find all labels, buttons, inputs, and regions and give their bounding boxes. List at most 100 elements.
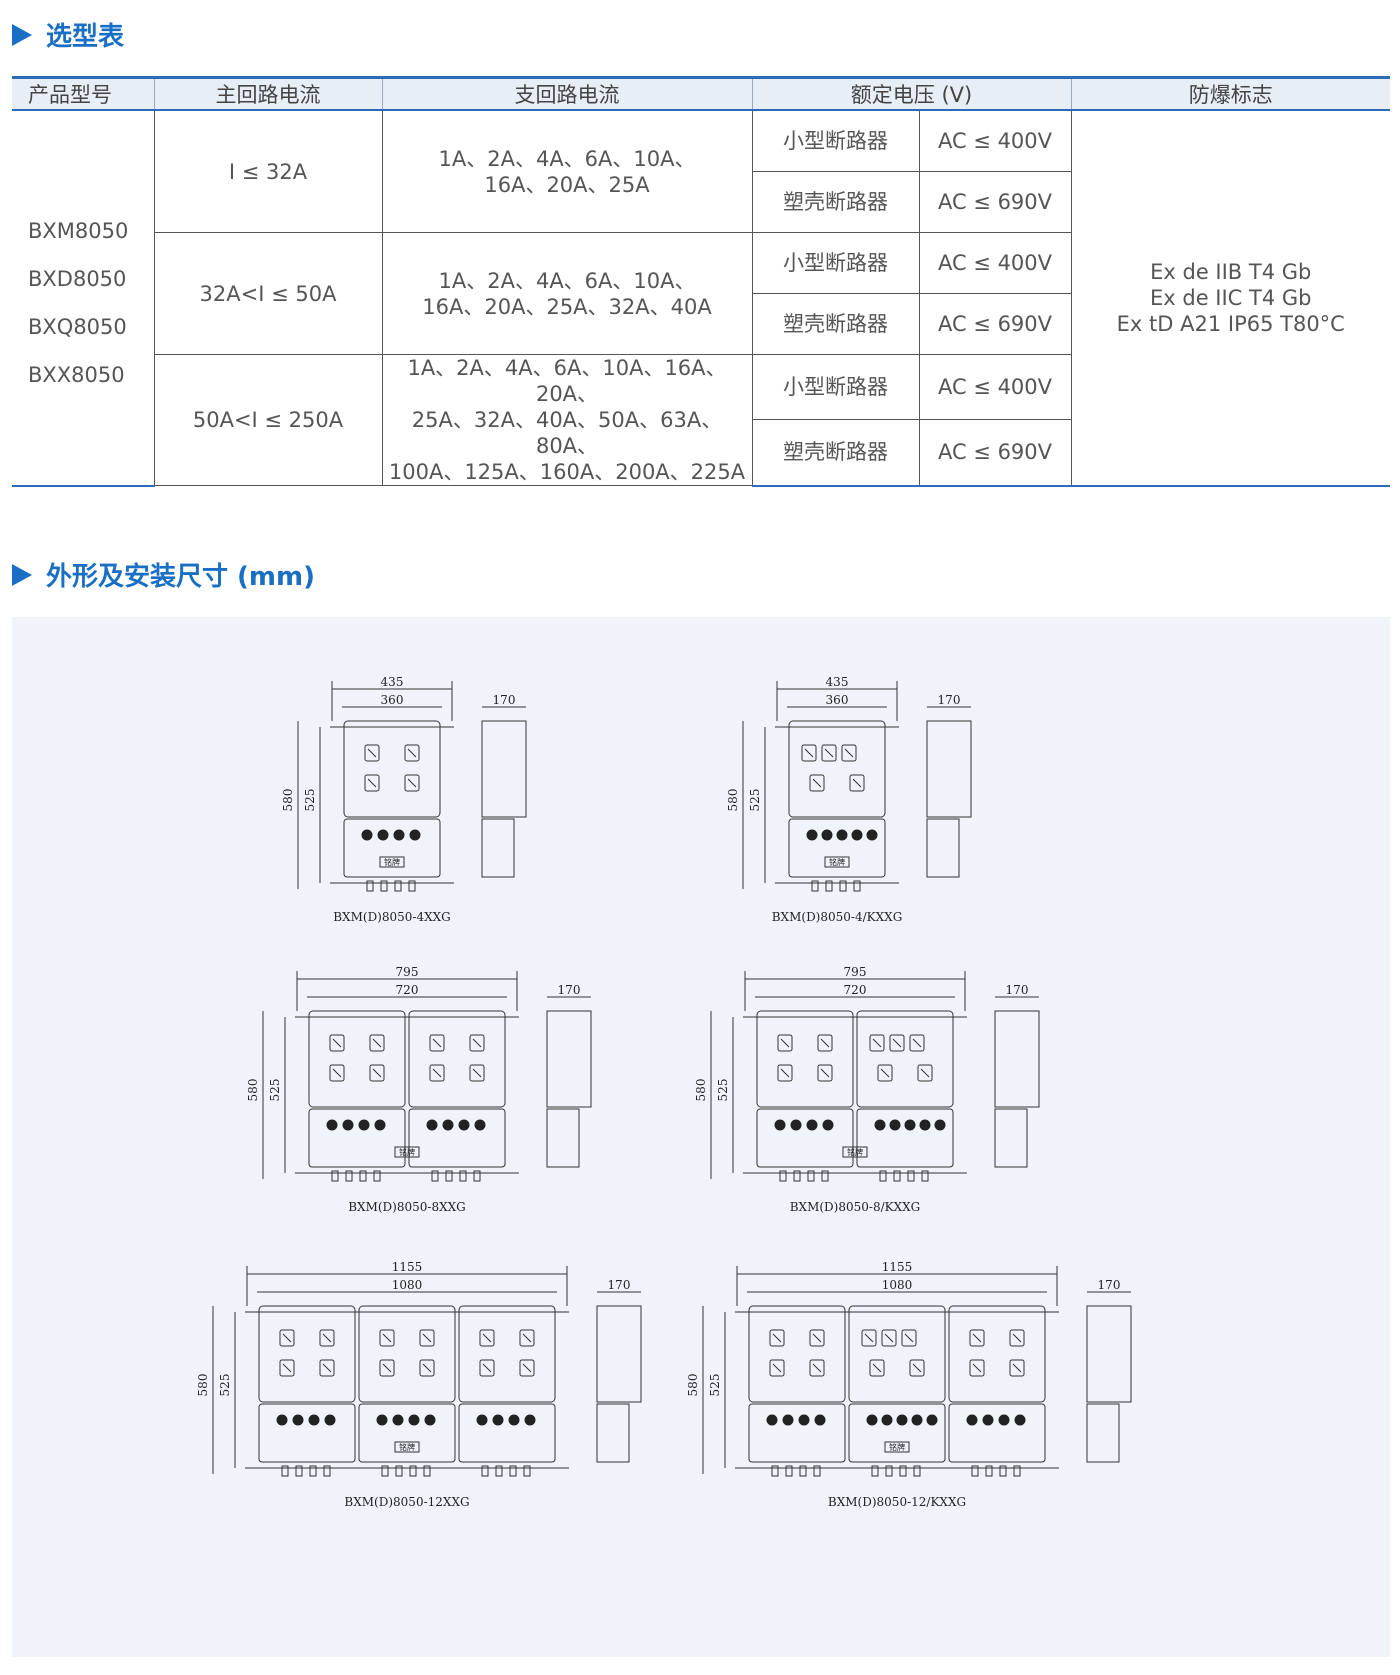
branch-line: 100A、125A、160A、200A、225A	[388, 460, 746, 484]
indicator-lamp-icon	[342, 1119, 354, 1131]
model-name: BXQ8050	[28, 314, 127, 339]
switch-knob-icon	[769, 1359, 785, 1377]
table-row: 32A<I ≤ 50A 1A、2A、4A、6A、10A、 16A、20A、25A…	[12, 232, 1390, 355]
voltage-cell: AC ≤ 400V	[918, 232, 1071, 294]
switch-knob-handle	[972, 1363, 982, 1373]
height-label: 580	[246, 1079, 260, 1102]
indicator-lamp-icon	[814, 1414, 826, 1426]
enclosure-cover	[788, 720, 886, 818]
cable-gland-icon	[799, 1465, 807, 1477]
branch-line: 16A、20A、25A	[484, 172, 650, 197]
switch-knob-handle	[522, 1333, 532, 1343]
switch-knob-handle	[367, 748, 377, 758]
switch-knob-handle	[422, 1333, 432, 1343]
indicator-lamp-icon	[458, 1119, 470, 1131]
switch-knob-handle	[522, 1363, 532, 1373]
model-name: BXX8050	[28, 362, 125, 387]
indicator-lamp-icon	[806, 1119, 818, 1131]
switch-knob-icon	[1009, 1329, 1025, 1347]
nameplate-icon	[394, 1441, 420, 1453]
cable-gland-icon	[394, 880, 402, 892]
side-view-body	[1086, 1305, 1132, 1403]
switch-knob-icon	[369, 1064, 385, 1082]
indicator-lamp-icon	[476, 1414, 488, 1426]
switch-knob-handle	[382, 1333, 392, 1343]
section-title-selection: 选型表	[12, 16, 124, 53]
indicator-lamp-icon	[376, 1414, 388, 1426]
table-row: 塑壳断路器 AC ≤ 690V	[12, 171, 1390, 233]
enclosure-terminal-box	[748, 1403, 846, 1463]
cable-gland-icon	[445, 1170, 453, 1182]
switch-knob-handle	[422, 1363, 432, 1373]
nameplate-label: 铭牌	[399, 1147, 415, 1157]
switch-knob-handle	[824, 748, 834, 758]
indicator-lamp-icon	[276, 1414, 288, 1426]
play-triangle-icon	[12, 563, 32, 586]
indicator-lamp-icon	[374, 1119, 386, 1131]
switch-knob-handle	[1012, 1363, 1022, 1373]
cable-gland-icon	[793, 1170, 801, 1182]
switch-knob-handle	[844, 748, 854, 758]
cable-gland-icon	[999, 1465, 1007, 1477]
switch-knob-icon	[479, 1359, 495, 1377]
mount-height-label: 525	[303, 789, 317, 812]
indicator-lamp-icon	[324, 1414, 336, 1426]
breaker-type-cell: 塑壳断路器	[751, 419, 919, 487]
enclosure-cover	[756, 1010, 854, 1108]
voltage-cell: AC ≤ 400V	[918, 354, 1071, 421]
branch-current-cell: 1A、2A、4A、6A、10A、 16A、20A、25A、32A、40A	[381, 232, 752, 355]
cable-gland-icon	[359, 1170, 367, 1182]
cable-gland-icon	[839, 880, 847, 892]
side-view-body	[481, 720, 527, 818]
nameplate-icon	[824, 856, 850, 868]
side-view-body	[994, 1010, 1040, 1108]
indicator-lamp-icon	[851, 829, 863, 841]
depth-label: 170	[608, 1278, 631, 1292]
switch-knob-handle	[880, 1068, 890, 1078]
table-row: 塑壳断路器 AC ≤ 690V	[12, 293, 1390, 355]
switch-knob-handle	[884, 1333, 894, 1343]
cable-gland-icon	[771, 1465, 779, 1477]
switch-knob-handle	[864, 1333, 874, 1343]
switch-knob-icon	[889, 1034, 905, 1052]
cable-gland-icon	[779, 1170, 787, 1182]
switch-knob-icon	[801, 744, 817, 762]
cable-gland-icon	[913, 1465, 921, 1477]
nameplate-label: 铭牌	[889, 1442, 905, 1452]
enclosure-terminal-box	[848, 1403, 946, 1463]
switch-knob-icon	[841, 744, 857, 762]
cable-gland-icon	[309, 1465, 317, 1477]
breaker-type-cell: 塑壳断路器	[751, 171, 919, 233]
switch-knob-handle	[812, 1333, 822, 1343]
switch-knob-icon	[379, 1359, 395, 1377]
switch-knob-handle	[322, 1363, 332, 1373]
ex-mark-line: Ex tD A21 IP65 T80°C	[1116, 311, 1345, 336]
cable-gland-icon	[331, 1170, 339, 1182]
nameplate-icon	[884, 1441, 910, 1453]
switch-knob-icon	[329, 1064, 345, 1082]
enclosure-terminal-box	[408, 1108, 506, 1168]
overall-width-label: 795	[396, 965, 419, 979]
mount-width-label: 360	[381, 693, 404, 707]
indicator-lamp-icon	[492, 1414, 504, 1426]
voltage-cell: AC ≤ 690V	[918, 419, 1071, 487]
overall-width-label: 1155	[882, 1260, 913, 1274]
indicator-lamp-icon	[392, 1414, 404, 1426]
enclosure-terminal-box	[308, 1108, 406, 1168]
switch-knob-handle	[472, 1068, 482, 1078]
switch-knob-icon	[419, 1359, 435, 1377]
indicator-lamp-icon	[782, 1414, 794, 1426]
switch-knob-handle	[367, 778, 377, 788]
switch-knob-icon	[869, 1034, 885, 1052]
switch-knob-handle	[1012, 1333, 1022, 1343]
ex-mark-cell: Ex de IIB T4 Gb Ex de IIC T4 Gb Ex tD A2…	[1070, 110, 1390, 487]
switch-knob-handle	[772, 1363, 782, 1373]
switch-knob-icon	[319, 1329, 335, 1347]
enclosure-cover	[856, 1010, 954, 1108]
switch-knob-handle	[372, 1068, 382, 1078]
table-row: 50A<I ≤ 250A 1A、2A、4A、6A、10A、16A、20A、 25…	[12, 354, 1390, 486]
switch-knob-icon	[469, 1064, 485, 1082]
drawing-caption: BXM(D)8050-12/KXXG	[828, 1495, 966, 1509]
cable-gland-icon	[893, 1170, 901, 1182]
